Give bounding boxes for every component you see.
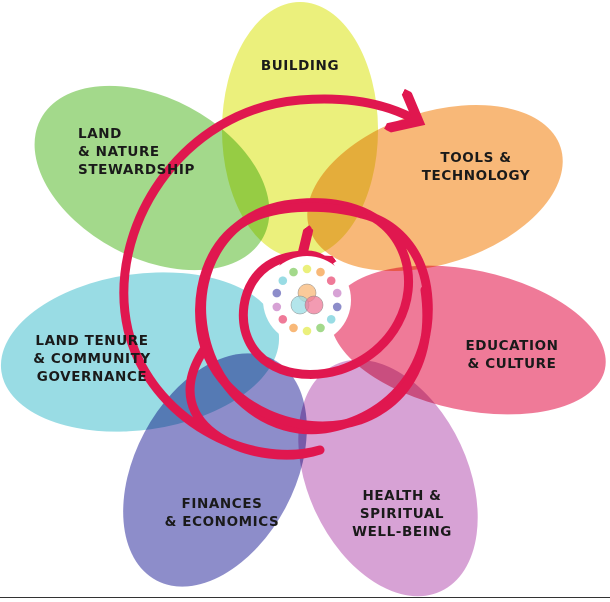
center-trefoil-circle — [304, 295, 324, 315]
label-education: EDUCATION & CULTURE — [465, 338, 558, 372]
center-mini-icon — [332, 302, 342, 312]
center-mini-icon — [272, 288, 282, 298]
center-mini-icon — [332, 288, 342, 298]
label-land-nature-line-0: LAND — [78, 126, 122, 142]
petal-health-wellbeing — [298, 359, 478, 597]
center-wheel — [263, 256, 351, 344]
center-mini-icon — [326, 276, 336, 286]
center-mini-icon — [278, 315, 288, 324]
label-finances-line-0: FINANCES — [182, 496, 263, 512]
label-finances: FINANCES & ECONOMICS — [165, 496, 280, 530]
label-land-nature-line-1: & NATURE — [78, 144, 160, 160]
label-tools-line-0: TOOLS & — [440, 150, 511, 166]
center-mini-icon — [302, 264, 312, 274]
center-mini-icon — [289, 323, 298, 333]
label-tools: TOOLS & TECHNOLOGY — [422, 150, 531, 184]
label-education-line-1: & CULTURE — [468, 356, 557, 372]
label-health-line-2: WELL-BEING — [352, 524, 452, 540]
growth-spiral-outer — [119, 99, 427, 460]
label-building-line-0: BUILDING — [261, 58, 339, 74]
label-tools-line-1: TECHNOLOGY — [422, 168, 531, 184]
petal-labels: BUILDING TOOLS & TECHNOLOGY EDUCATION & CULT… — [33, 58, 558, 540]
label-land-nature: LAND & NATURE STEWARDSHIP — [78, 126, 195, 178]
label-health-line-1: SPIRITUAL — [360, 506, 444, 522]
center-mini-icon — [316, 323, 325, 333]
label-health: HEALTH & SPIRITUAL WELL-BEING — [352, 488, 452, 540]
center-mini-icon — [289, 267, 298, 277]
label-land-tenure: LAND TENURE & COMMUNITY GOVERNANCE — [33, 333, 151, 385]
center-mini-icon — [272, 302, 282, 312]
center-mini-icon — [302, 326, 312, 336]
center-mini-icon — [316, 267, 325, 277]
label-education-line-0: EDUCATION — [465, 338, 558, 354]
label-land-tenure-line-2: GOVERNANCE — [37, 369, 147, 385]
label-building: BUILDING — [261, 58, 339, 74]
label-land-tenure-line-0: LAND TENURE — [35, 333, 148, 349]
label-land-nature-line-2: STEWARDSHIP — [78, 162, 195, 178]
center-mini-icon — [278, 276, 288, 286]
label-land-tenure-line-1: & COMMUNITY — [33, 351, 151, 367]
center-mini-icon — [326, 315, 336, 324]
label-health-line-0: HEALTH & — [362, 488, 441, 504]
label-finances-line-1: & ECONOMICS — [165, 514, 280, 530]
